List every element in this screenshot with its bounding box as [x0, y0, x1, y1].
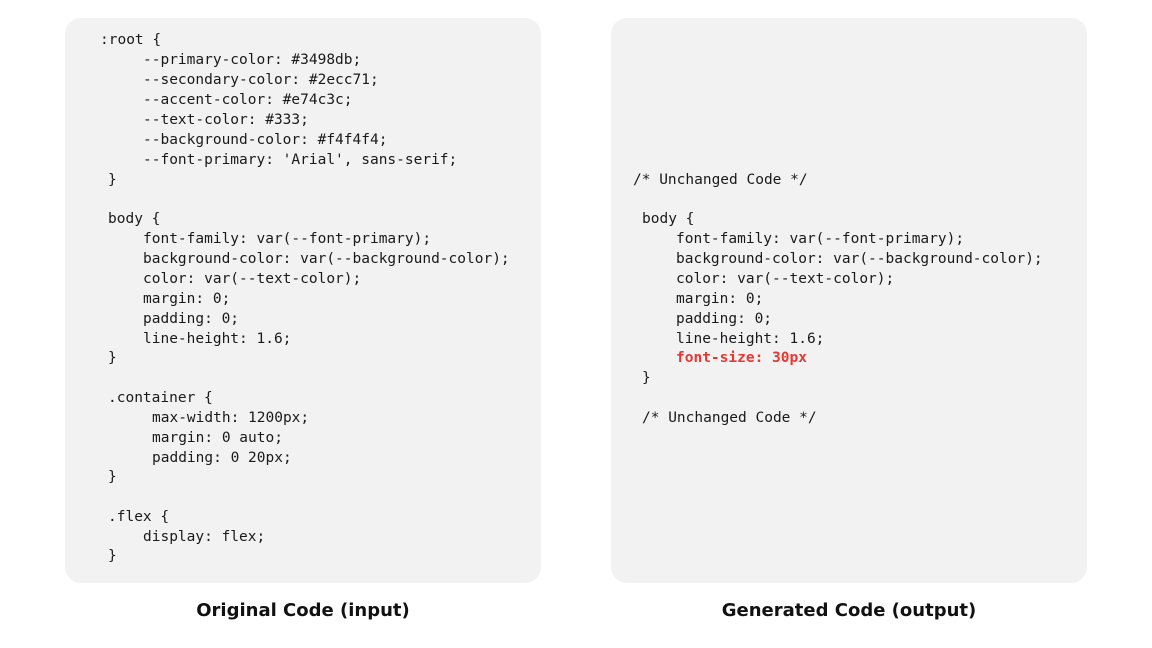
code-line: line-height: 1.6;	[143, 331, 292, 347]
code-line: color: var(--text-color);	[676, 271, 895, 287]
code-line: font-family: var(--font-primary);	[676, 231, 965, 247]
code-line: line-height: 1.6;	[676, 331, 825, 347]
original-code-caption: Original Code (input)	[196, 600, 410, 621]
code-line: margin: 0 auto;	[152, 430, 283, 446]
code-line: padding: 0 20px;	[152, 450, 292, 466]
code-line: background-color: var(--background-color…	[143, 251, 510, 267]
generated-code-caption: Generated Code (output)	[721, 600, 977, 621]
code-line: :root {	[100, 32, 162, 48]
code-line: --text-color: #333;	[143, 112, 309, 128]
code-line: padding: 0;	[676, 311, 773, 327]
code-comment: /* Unchanged Code */	[633, 172, 808, 188]
code-comment: /* Unchanged Code */	[642, 410, 817, 426]
code-line: body {	[642, 211, 695, 227]
code-line: --accent-color: #e74c3c;	[143, 92, 353, 108]
code-line: font-family: var(--font-primary);	[143, 231, 432, 247]
generated-code-panel	[611, 18, 1087, 583]
code-line: --font-primary: 'Arial', sans-serif;	[143, 152, 458, 168]
added-code-line: font-size: 30px	[676, 350, 807, 366]
original-code-panel	[65, 18, 541, 583]
code-line: --primary-color: #3498db;	[143, 52, 362, 68]
code-line: }	[108, 350, 117, 366]
code-line: .flex {	[108, 509, 170, 525]
code-line: }	[108, 469, 117, 485]
code-line: }	[642, 370, 651, 386]
code-line: }	[108, 548, 117, 564]
code-line: body {	[108, 211, 161, 227]
code-line: margin: 0;	[143, 291, 231, 307]
code-line: background-color: var(--background-color…	[676, 251, 1043, 267]
code-line: color: var(--text-color);	[143, 271, 362, 287]
code-line: max-width: 1200px;	[152, 410, 310, 426]
code-line: }	[108, 172, 117, 188]
code-line: margin: 0;	[676, 291, 764, 307]
code-line: --background-color: #f4f4f4;	[143, 132, 388, 148]
code-line: display: flex;	[143, 529, 266, 545]
code-line: padding: 0;	[143, 311, 240, 327]
code-line: .container {	[108, 390, 213, 406]
code-line: --secondary-color: #2ecc71;	[143, 72, 379, 88]
